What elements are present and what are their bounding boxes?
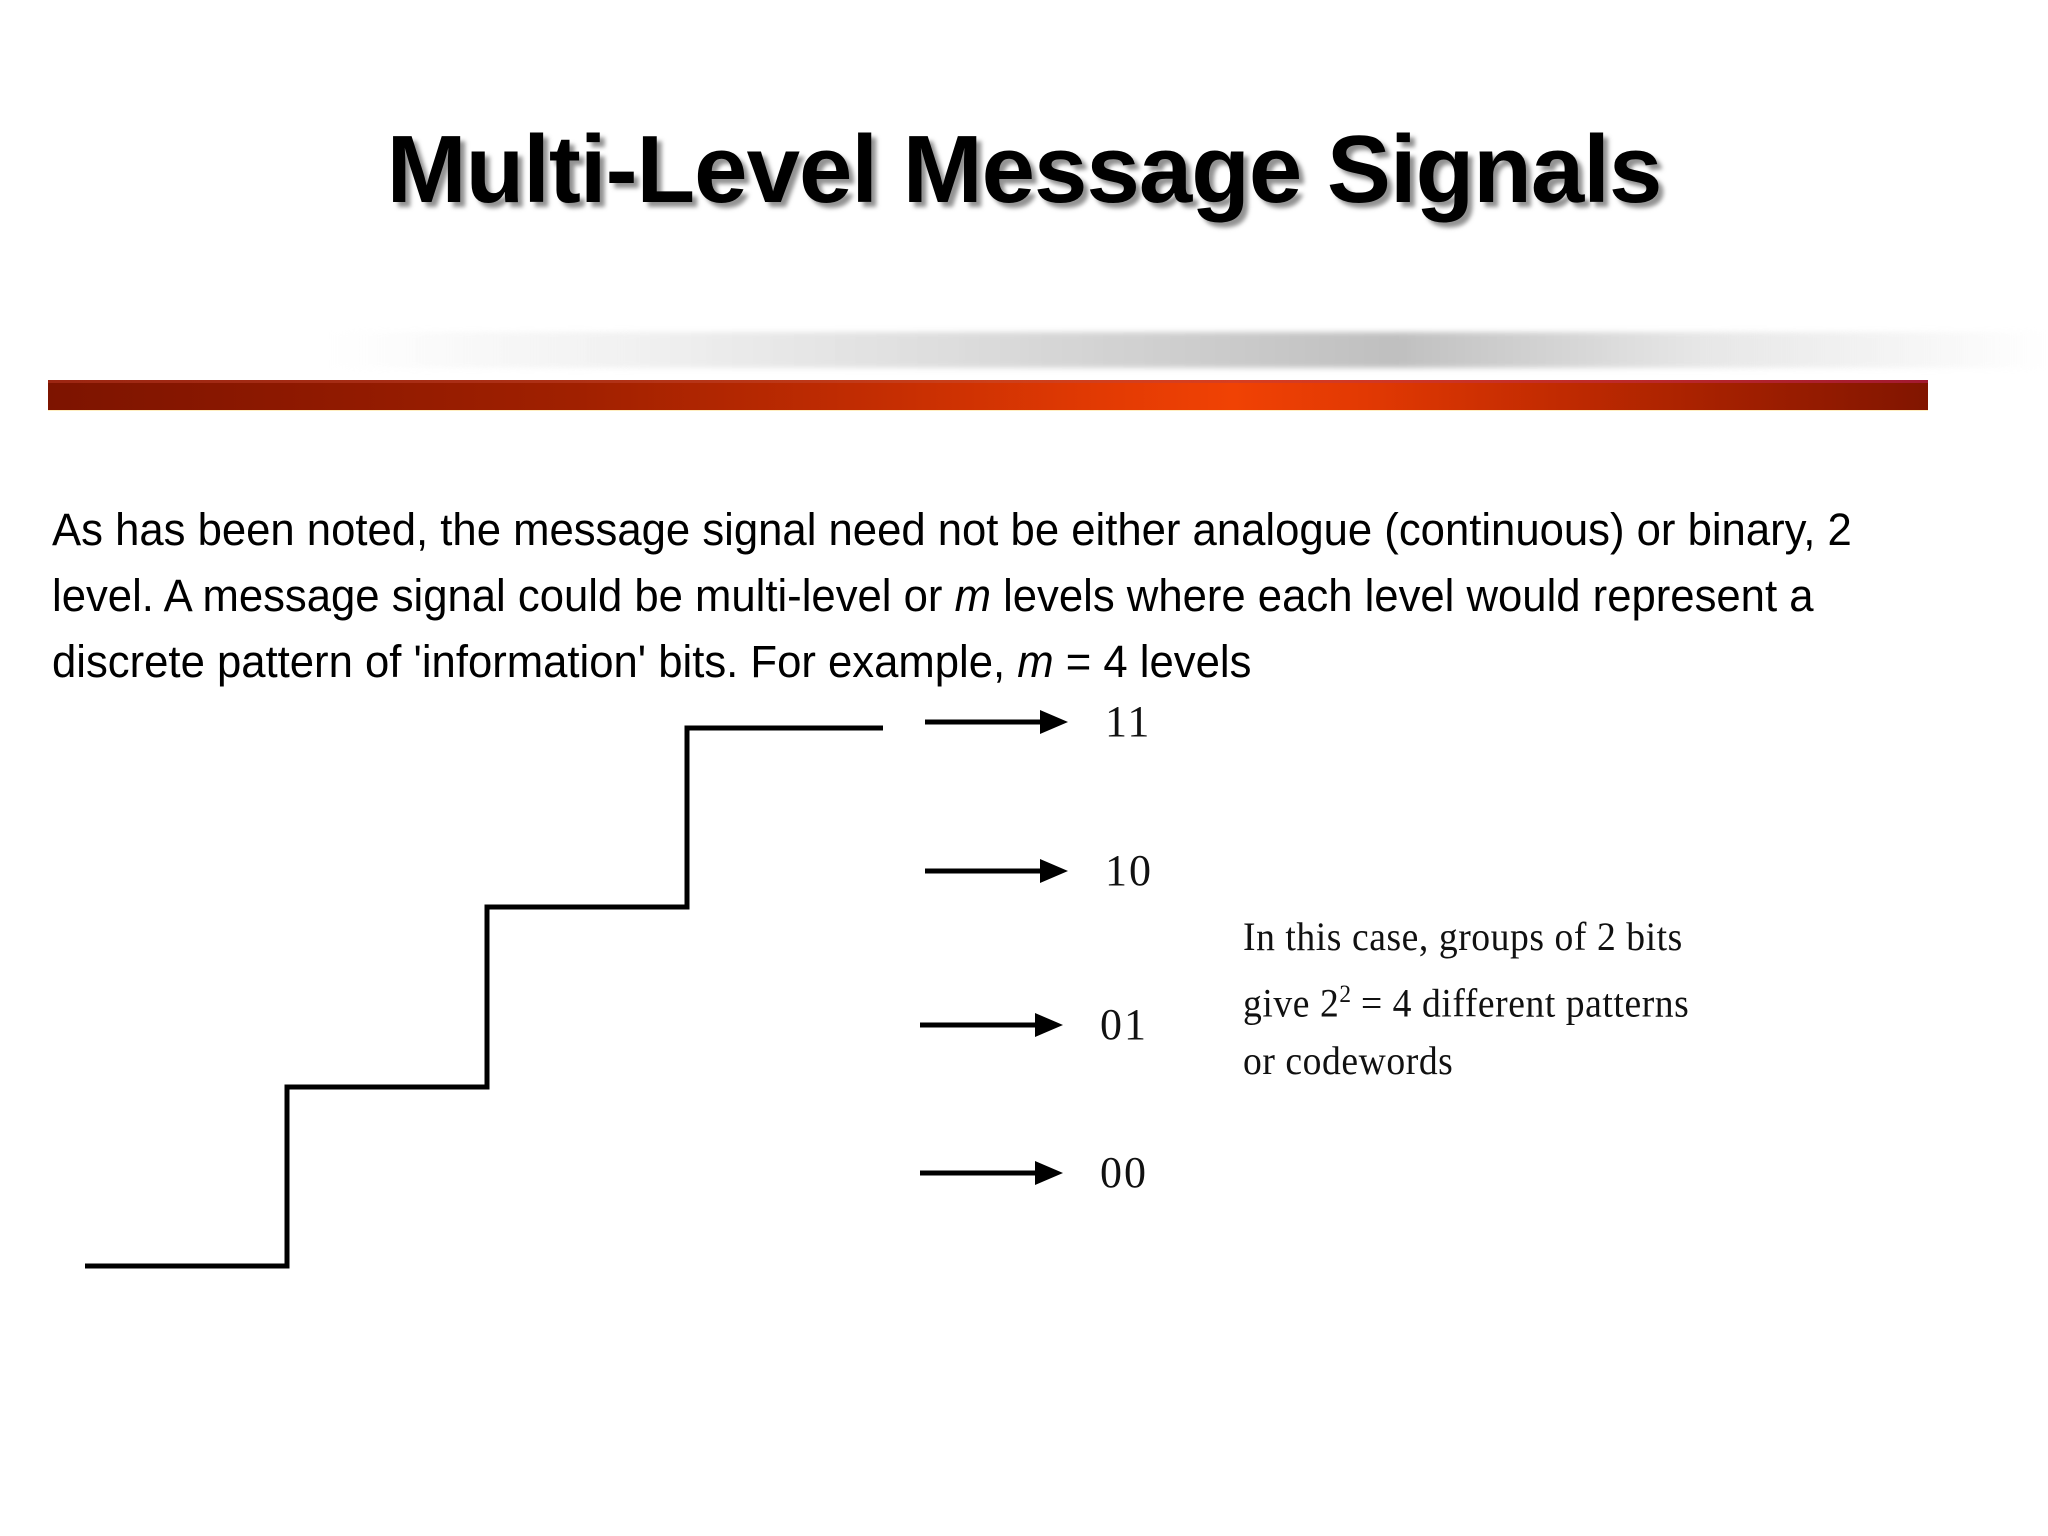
- divider-accent-bar: [48, 380, 1928, 410]
- page-title: Multi-Level Message Signals: [386, 116, 1663, 223]
- level-arrow-11: [925, 710, 1068, 734]
- body-text-segment-1: As has been noted, the message signal ne…: [52, 504, 1852, 621]
- annotation-line-1: In this case, groups of 2 bits: [1243, 914, 1683, 959]
- level-label-10: 10: [1105, 846, 1153, 895]
- annotation-line-2-pre: give 2: [1243, 980, 1340, 1026]
- annotation-line-2: give 22 = 4 different patterns: [1243, 966, 1845, 1032]
- body-text-segment-3: = 4 levels: [1053, 636, 1252, 687]
- level-arrow-00: [920, 1161, 1063, 1185]
- variable-m-1: m: [954, 570, 991, 621]
- divider-shadow: [330, 332, 2048, 368]
- body-text-segment-2: levels where each level would represent …: [52, 570, 1814, 687]
- signal-staircase-path: [85, 725, 883, 1269]
- level-arrow-01: [920, 1013, 1063, 1037]
- annotation-line-3: or codewords: [1243, 1038, 1454, 1084]
- level-label-00: 00: [1100, 1148, 1148, 1197]
- level-arrow-10: [925, 859, 1068, 883]
- annotation-line-2-post: = 4 different patterns: [1350, 980, 1690, 1026]
- multilevel-signal-diagram: 11 10 01 00: [0, 660, 2048, 1360]
- level-label-11: 11: [1105, 697, 1152, 746]
- diagram-annotation: In this case, groups of 2 bits give 22 =…: [1243, 908, 1845, 1090]
- header-divider: [0, 330, 2048, 440]
- staircase-waveform: [85, 710, 1068, 1269]
- body-paragraph: As has been noted, the message signal ne…: [52, 497, 1953, 695]
- level-label-01: 01: [1100, 1000, 1148, 1049]
- annotation-exponent: 2: [1339, 981, 1351, 1008]
- variable-m-2: m: [1017, 636, 1054, 687]
